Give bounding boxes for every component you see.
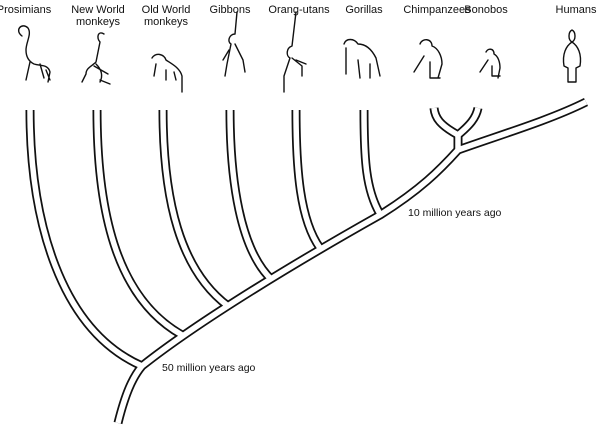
animal-icons — [18, 11, 582, 93]
human-icon — [562, 29, 582, 83]
monkey-icon — [151, 53, 183, 93]
bonobo-icon — [479, 48, 501, 79]
branch-old-world-monkeys-inner — [160, 109, 230, 309]
branch-prosimians-inner — [27, 109, 144, 369]
branch-chimpanzees-inner — [431, 107, 460, 138]
gorilla-icon — [343, 38, 381, 79]
branch-gibbons-inner — [227, 109, 274, 283]
taxon-label: Bonobos — [464, 4, 508, 16]
orangutan-icon — [283, 11, 307, 93]
time-label-10mya: 10 million years ago — [408, 207, 502, 219]
spider-monkey-icon — [81, 32, 111, 85]
branch-bonobos-inner — [456, 107, 481, 138]
gibbon-icon — [222, 11, 246, 77]
taxon-label: Old World monkeys — [141, 4, 191, 28]
taxon-label: Gibbons — [209, 4, 251, 16]
chimpanzee-icon — [413, 39, 443, 79]
taxon-label: Humans — [555, 4, 597, 16]
branch-orangutans-inner — [293, 109, 323, 250]
taxon-label: Orang-utans — [268, 4, 330, 16]
taxon-label: Gorillas — [345, 4, 383, 16]
taxon-label: New World monkeys — [71, 4, 125, 28]
branch-new-world-monkeys-inner — [94, 109, 184, 338]
lemur-icon — [18, 25, 51, 83]
branch-gorillas-inner — [361, 109, 383, 216]
taxon-label: Prosimians — [0, 4, 52, 16]
taxon-label: Chimpanzees — [403, 4, 471, 16]
time-label-50mya: 50 million years ago — [162, 362, 256, 374]
